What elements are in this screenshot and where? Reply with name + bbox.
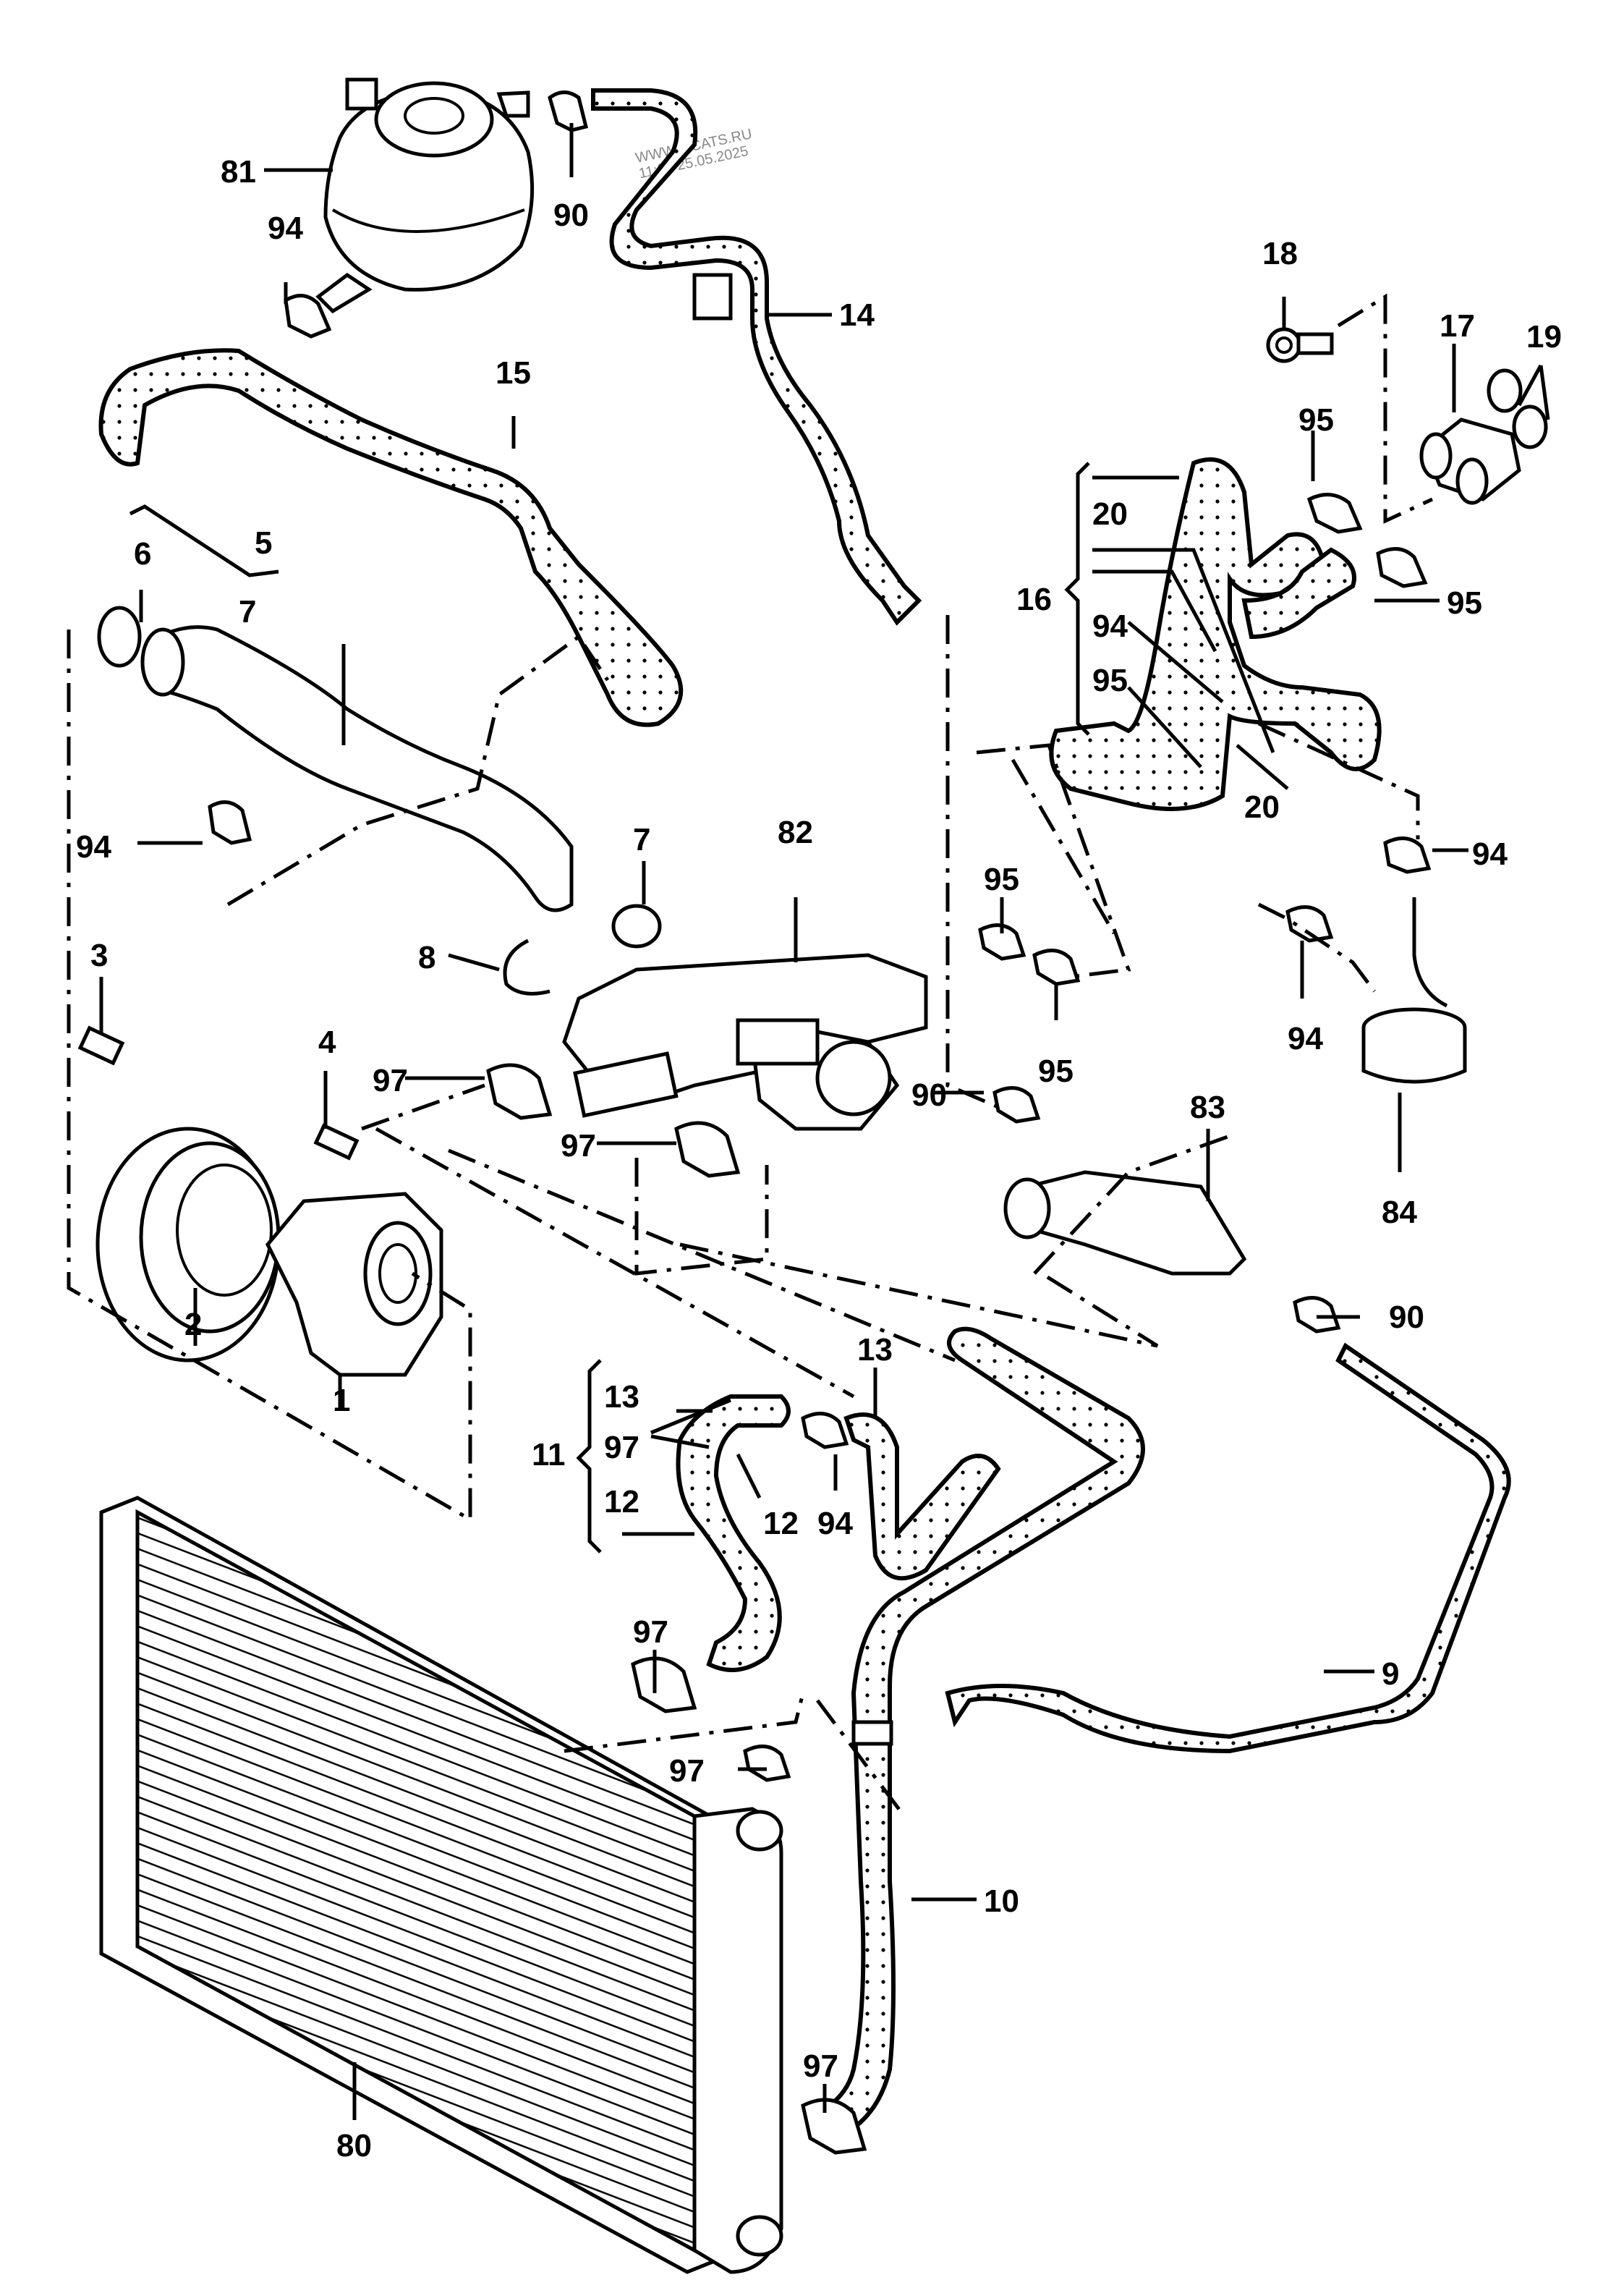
oil-cooler-84[interactable] — [1361, 897, 1467, 1084]
clamp-90b — [992, 1086, 1041, 1124]
label-95: 95 — [1038, 1054, 1074, 1089]
label-12: 12 — [763, 1506, 799, 1541]
pipe-5[interactable] — [150, 625, 574, 912]
label-97: 97 — [669, 1753, 705, 1789]
label-95: 95 — [1092, 663, 1128, 698]
label-84: 84 — [1382, 1195, 1417, 1230]
label-95: 95 — [984, 862, 1019, 897]
expansion-tank[interactable] — [315, 77, 535, 314]
label-95: 95 — [1447, 585, 1482, 621]
hose-stub — [692, 273, 733, 321]
label-4: 4 — [318, 1025, 336, 1060]
label-12: 12 — [604, 1484, 639, 1520]
label-94: 94 — [817, 1506, 853, 1541]
label-82: 82 — [778, 815, 813, 850]
hose-12[interactable] — [676, 1394, 791, 1672]
label-83: 83 — [1190, 1090, 1225, 1125]
clamp-94c — [1383, 836, 1432, 874]
brace-16 — [1064, 462, 1090, 736]
label-14: 14 — [839, 297, 875, 333]
retaining-clip-8[interactable] — [503, 938, 550, 996]
label-16: 16 — [1016, 582, 1052, 617]
clamp-94d — [208, 800, 252, 845]
coolant-flange-82[interactable] — [562, 953, 928, 1131]
label-94: 94 — [1472, 836, 1508, 872]
label-94: 94 — [1288, 1021, 1323, 1056]
hose-15[interactable] — [98, 348, 684, 727]
clamp-97f — [801, 2098, 867, 2155]
label-81: 81 — [221, 154, 256, 190]
label-97: 97 — [561, 1128, 596, 1164]
label-13: 13 — [604, 1379, 639, 1415]
hose-13[interactable] — [843, 1412, 1001, 1581]
clamp-97d — [631, 1656, 697, 1713]
label-94: 94 — [268, 211, 303, 246]
hose-14[interactable] — [591, 88, 922, 626]
hose-16b[interactable] — [1241, 547, 1356, 640]
label-17: 17 — [1440, 308, 1475, 344]
label-9: 9 — [1382, 1656, 1399, 1692]
label-15: 15 — [496, 355, 531, 391]
label-18: 18 — [1262, 236, 1298, 271]
label-2: 2 — [184, 1307, 202, 1342]
label-8: 8 — [418, 940, 435, 975]
label-94: 94 — [1092, 609, 1128, 644]
label-90: 90 — [553, 198, 589, 233]
label-97: 97 — [373, 1063, 408, 1098]
clamp-90a — [548, 90, 589, 132]
water-pump-1[interactable] — [265, 1192, 443, 1377]
label-13: 13 — [857, 1332, 893, 1368]
brace-11 — [576, 1359, 602, 1554]
hose-sleeve — [851, 1720, 893, 1746]
label-80: 80 — [336, 2128, 372, 2163]
label-97: 97 — [604, 1430, 639, 1465]
bolt-3[interactable] — [77, 1025, 125, 1066]
part-labels: 81 90 94 14 15 18 17 19 95 20 16 95 94 9… — [76, 154, 1562, 2163]
label-6: 6 — [134, 536, 151, 572]
clamp-95d — [978, 923, 1026, 961]
label-7: 7 — [239, 594, 256, 630]
label-10: 10 — [984, 1883, 1019, 1919]
guide-lines — [67, 293, 1434, 1818]
o-ring-19a[interactable] — [1487, 368, 1523, 413]
label-1: 1 — [333, 1383, 350, 1418]
seal-6[interactable] — [97, 606, 142, 668]
clamp-97a — [486, 1063, 553, 1120]
hose-9[interactable] — [945, 1342, 1511, 1754]
clamp-90c — [1293, 1296, 1341, 1334]
label-19: 19 — [1526, 319, 1562, 355]
label-97: 97 — [633, 1614, 668, 1650]
label-7: 7 — [633, 822, 650, 857]
label-20: 20 — [1092, 496, 1128, 532]
label-95: 95 — [1298, 402, 1334, 438]
clamp-95b — [1376, 547, 1428, 588]
pump-83[interactable] — [1003, 1170, 1247, 1276]
leader-lines — [99, 123, 1550, 2120]
label-11: 11 — [532, 1437, 566, 1472]
pulley-2[interactable] — [95, 1127, 281, 1362]
radiator-80[interactable] — [99, 1496, 783, 2274]
o-ring-7[interactable] — [611, 904, 662, 949]
label-94: 94 — [76, 829, 111, 865]
label-90: 90 — [911, 1077, 947, 1113]
label-20: 20 — [1244, 789, 1280, 825]
label-90: 90 — [1389, 1300, 1424, 1335]
o-ring-19b[interactable] — [1512, 404, 1548, 449]
bolt-4[interactable] — [313, 1123, 360, 1161]
clamp-95a — [1306, 493, 1363, 534]
label-5: 5 — [255, 525, 272, 561]
label-3: 3 — [90, 938, 108, 973]
clamp-94a — [284, 294, 332, 339]
clamp-97b — [674, 1121, 741, 1178]
clamp-94f — [801, 1412, 849, 1449]
clamp-97e — [743, 1745, 791, 1782]
bolt-18[interactable] — [1266, 327, 1334, 363]
label-97: 97 — [803, 2048, 838, 2084]
connector-17[interactable] — [1419, 418, 1521, 505]
hose-clamps — [208, 90, 1432, 2155]
clamp-95e — [1032, 949, 1081, 986]
